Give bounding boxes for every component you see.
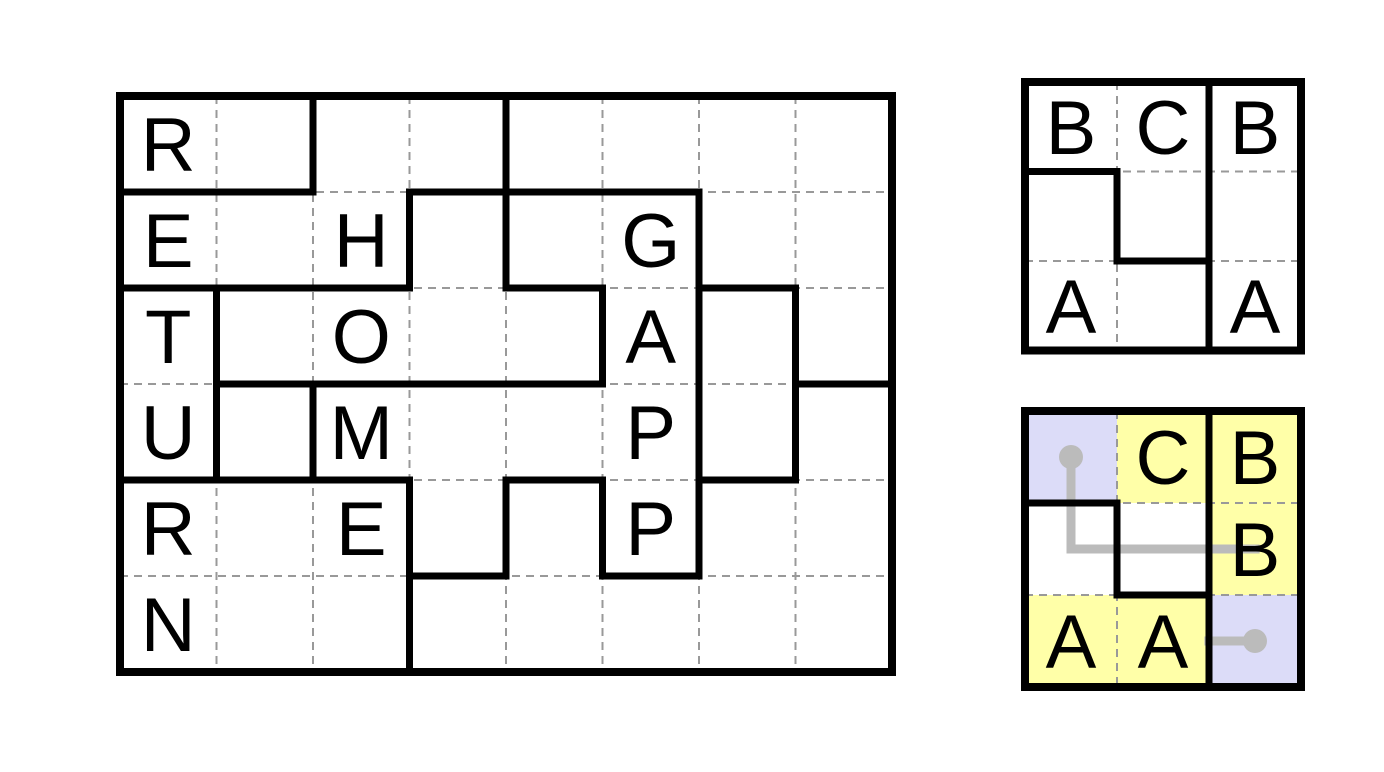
solution-cell-fill-r2c0 (1025, 595, 1117, 687)
main-letter-r2c5: A (625, 295, 676, 380)
main-letter-r3c2: M (330, 391, 393, 476)
main-letter-r1c5: G (621, 199, 680, 284)
solution-outer-border (1021, 407, 1305, 691)
main-letter-r1c0: E (143, 199, 194, 284)
solution-solution-path-0 (1066, 457, 1260, 554)
main-letter-r0c0: R (141, 103, 196, 188)
example-letter-r0c0: B (1046, 86, 1097, 171)
main-letter-r3c0: U (141, 391, 196, 476)
solution-letter-r2c0: A (1046, 600, 1097, 685)
example-letter-r0c2: B (1230, 86, 1281, 171)
main-letter-r5c0: N (141, 583, 196, 668)
example-letter-r0c1: C (1136, 86, 1191, 171)
main-letter-r2c2: O (332, 295, 391, 380)
solution-path-endpoint-1 (1243, 629, 1267, 653)
solution-letter-r2c1: A (1138, 600, 1189, 685)
main-letter-r2c0: T (145, 295, 191, 380)
solution-cell-fill-r0c2 (1209, 411, 1301, 503)
solution-path-endpoint-0 (1059, 445, 1083, 469)
main-letter-r4c0: R (141, 487, 196, 572)
main-letter-r4c5: P (625, 487, 676, 572)
main-outer-border (116, 92, 896, 676)
example-outer-border (1021, 78, 1305, 355)
main-letter-r4c2: E (336, 487, 387, 572)
solution-letter-r1c2: B (1230, 508, 1281, 593)
main-letter-r3c5: P (625, 391, 676, 476)
solution-letter-r0c2: B (1230, 416, 1281, 501)
main-letter-r1c2: H (334, 199, 389, 284)
solution-cell-fill-r2c1 (1117, 595, 1209, 687)
solution-cell-fill-r0c1 (1117, 411, 1209, 503)
example-letter-r2c0: A (1046, 265, 1097, 350)
solution-letter-r0c1: C (1136, 416, 1191, 501)
example-letter-r2c2: A (1230, 265, 1281, 350)
